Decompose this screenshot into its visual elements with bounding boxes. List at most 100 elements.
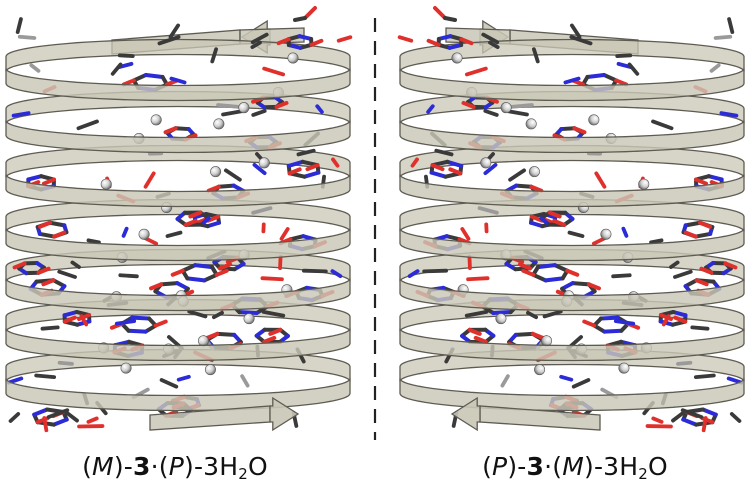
molecule-bond — [126, 328, 148, 334]
molecule-bond — [690, 325, 710, 331]
molecule-bond — [76, 119, 99, 131]
molecule-bond — [165, 230, 183, 238]
helix-ribbon-front — [399, 68, 745, 432]
molecule-bond — [700, 407, 718, 417]
molecule-bond — [433, 6, 447, 20]
molecule-bond — [567, 230, 585, 238]
molecule-bond — [296, 148, 316, 157]
molecule-bond — [616, 61, 633, 69]
molecule-bond — [570, 281, 591, 287]
left-helix-panel — [5, 6, 353, 433]
molecule-bond — [508, 168, 527, 182]
molecule-bond — [483, 109, 499, 117]
molecule-bond — [193, 263, 215, 270]
molecule-bond — [673, 315, 688, 324]
molecule-bond — [509, 103, 534, 109]
right-caption-open: ( — [482, 452, 493, 481]
molecule-bond — [467, 254, 472, 271]
molecule-bond — [552, 263, 570, 273]
ribbon-turn-front — [399, 278, 745, 312]
molecule-bond — [681, 417, 699, 427]
right-caption-guest-close: )-3H — [584, 452, 639, 481]
metal-atom — [541, 335, 553, 347]
molecule-bond — [464, 309, 489, 318]
molecule-bond — [397, 35, 414, 43]
molecule-bond — [169, 76, 187, 85]
right-caption-subscript: 2 — [638, 465, 649, 483]
ribbon-turn-front — [5, 174, 351, 208]
molecule-bond — [559, 374, 574, 382]
metal-atom — [480, 157, 492, 169]
molecule-bond — [118, 273, 139, 279]
molecule-bond — [683, 220, 703, 228]
metal-atom — [243, 313, 255, 325]
metal-atom — [451, 52, 463, 64]
metal-atom — [588, 114, 600, 126]
molecule-bond — [673, 269, 693, 279]
molecule-bond — [467, 327, 482, 336]
left-caption-close: )- — [113, 452, 133, 481]
molecule-bond — [699, 266, 714, 275]
molecule-bond — [591, 236, 606, 246]
molecule-bond — [709, 63, 721, 73]
molecule-bond — [206, 184, 221, 193]
molecule-bond — [315, 104, 324, 114]
molecule-bond — [121, 78, 136, 87]
molecule-bond — [302, 170, 321, 179]
molecule-bond — [330, 269, 343, 279]
right-caption-close: )- — [507, 452, 527, 481]
molecule-bond — [693, 373, 716, 380]
molecule-bond — [159, 378, 179, 389]
molecule-bond — [483, 162, 498, 176]
metal-atom — [210, 166, 222, 178]
molecule-bond — [153, 319, 168, 328]
molecule-bond — [159, 281, 180, 287]
bottom-arrow-icon — [269, 396, 300, 432]
ribbon-turn-front — [399, 328, 745, 362]
molecule-bond — [218, 262, 233, 271]
molecule-bond — [221, 109, 245, 117]
molecule-bond — [262, 335, 277, 344]
molecule-bond — [41, 278, 56, 287]
molecule-bond — [26, 174, 44, 182]
molecule-bond — [121, 226, 129, 238]
metal-atom — [138, 228, 150, 240]
metal-atom — [534, 364, 546, 376]
molecule-bond — [62, 309, 79, 318]
molecule-bond — [627, 62, 640, 76]
molecule-bond — [15, 17, 23, 34]
molecule-bond — [473, 335, 488, 344]
molecule-bond — [336, 35, 353, 43]
molecule-bond — [582, 319, 597, 328]
molecule-bond — [529, 184, 544, 193]
molecule-bond — [37, 231, 57, 239]
molecule-bond — [531, 272, 548, 283]
molecule-bond — [649, 238, 664, 245]
molecule-bond — [12, 261, 27, 270]
molecule-bond — [52, 230, 67, 239]
molecule-bond — [422, 268, 449, 274]
molecule-bond — [559, 126, 577, 132]
molecule-bond — [70, 260, 81, 269]
molecule-bond — [42, 416, 49, 433]
molecule-bond — [651, 416, 664, 424]
molecule-bond — [17, 34, 37, 40]
molecule-bond — [694, 278, 709, 287]
molecule-bond — [694, 177, 709, 186]
left-caption-helix-letter: M — [92, 452, 114, 481]
molecule-bond — [698, 220, 713, 229]
molecule-bond — [117, 61, 134, 69]
molecule-bond — [676, 360, 693, 366]
molecule-bond — [144, 236, 159, 246]
molecule-bond — [46, 408, 70, 419]
metal-atom — [150, 114, 162, 126]
molecule-bond — [86, 416, 99, 424]
molecule-bond — [445, 159, 464, 168]
molecule-bond — [65, 411, 79, 423]
molecule-bond — [29, 63, 41, 73]
molecule-bond — [251, 109, 267, 117]
molecule-bond — [481, 32, 500, 45]
molecule-bond — [594, 171, 607, 189]
molecule-bond — [250, 32, 269, 45]
